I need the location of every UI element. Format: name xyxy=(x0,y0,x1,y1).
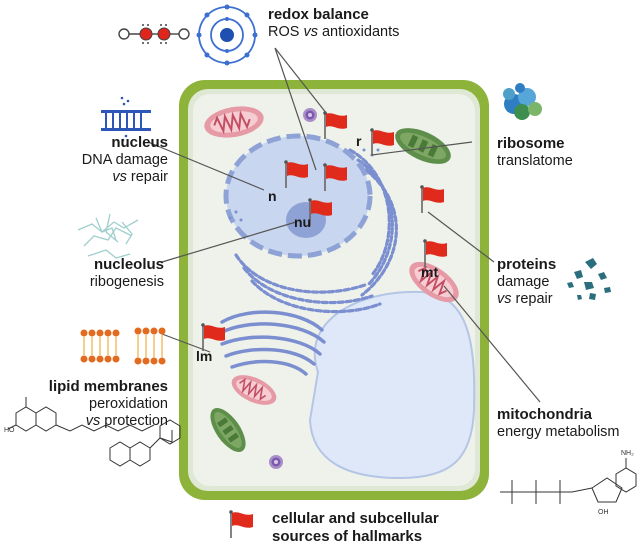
redox-subtitle-post: antioxidants xyxy=(317,23,400,40)
endoplasmic-reticulum xyxy=(234,148,398,314)
nucleus-subtitle-post: repair xyxy=(126,168,168,185)
flavonoid-structure xyxy=(109,419,181,467)
proteins-subtitle-vs: vs xyxy=(497,290,512,307)
nucleus-subtitle-2: vs repair xyxy=(50,169,168,186)
nucleus-subtitle-1: DNA damage xyxy=(81,151,168,168)
legend: cellular and subcellular sources of hall… xyxy=(272,510,439,545)
lipid-title: lipid membranes xyxy=(48,378,168,395)
ribosome-title: ribosome xyxy=(497,135,565,152)
label-lipid-membranes: lipid membranes peroxidation vs protecti… xyxy=(20,378,168,430)
redox-subtitle: ROS vs antioxidants xyxy=(268,24,399,41)
lipid-bilayer-icon xyxy=(80,327,166,365)
label-mitochondria: mitochondria energy metabolism xyxy=(497,406,620,441)
lipid-subtitle-vs: vs xyxy=(85,412,101,429)
nucleolus-title: nucleolus xyxy=(93,256,164,273)
legend-line-2: sources of hallmarks xyxy=(272,527,423,545)
mitochondria-title: mitochondria xyxy=(497,406,593,423)
mitochondria-subtitle: energy metabolism xyxy=(497,423,620,440)
label-nucleolus: nucleolus ribogenesis xyxy=(50,256,164,291)
label-ribosome: ribosome translatome xyxy=(497,135,573,170)
redox-title: redox balance xyxy=(268,6,369,23)
label-proteins: proteins damage vs repair xyxy=(497,256,556,308)
proteins-subtitle-2: vs repair xyxy=(497,291,556,308)
label-redox-balance: redox balance ROS vs antioxidants xyxy=(268,6,399,41)
ribosome-cluster-icon xyxy=(503,83,542,120)
atp-structure xyxy=(500,458,637,504)
dna-icon xyxy=(101,96,151,142)
chem-label-ho: HO xyxy=(4,427,15,434)
proteins-subtitle-post: repair xyxy=(511,290,553,307)
nucleus-title: nucleus xyxy=(111,134,168,151)
lipid-subtitle-post: protection xyxy=(100,412,168,429)
proteins-subtitle-1: damage xyxy=(497,273,550,290)
tag-n: n xyxy=(268,188,277,204)
label-nucleus: nucleus DNA damage vs repair xyxy=(50,134,168,186)
atom-icon xyxy=(196,4,258,66)
nucleolus-fibres-icon xyxy=(77,213,139,259)
protein-fragments-icon xyxy=(567,258,611,300)
nucleus-subtitle-vs: vs xyxy=(112,168,127,185)
tag-r: r xyxy=(356,133,362,149)
chem-label-oh: OH xyxy=(598,509,609,516)
proteins-title: proteins xyxy=(497,256,557,273)
tag-nu: nu xyxy=(294,214,312,230)
lipid-subtitle-1: peroxidation xyxy=(89,395,168,412)
vesicle-bottom xyxy=(269,455,283,469)
redox-subtitle-vs: vs xyxy=(303,23,318,40)
vacuole xyxy=(308,290,476,480)
nucleolus-subtitle: ribogenesis xyxy=(89,273,164,290)
ribosome-subtitle: translatome xyxy=(497,152,573,169)
legend-flag-icon xyxy=(228,509,254,539)
chem-label-nh2: NH₂ xyxy=(621,450,634,457)
tag-mt: mt xyxy=(421,264,439,280)
tocopherol-structure xyxy=(7,397,155,432)
tag-lm: lm xyxy=(196,348,213,364)
redox-subtitle-pre: ROS xyxy=(268,23,304,40)
ros-molecule-icon xyxy=(118,24,190,44)
lipid-subtitle-2: vs protection xyxy=(20,413,168,430)
vesicle-top xyxy=(303,108,317,122)
legend-line-1: cellular and subcellular xyxy=(272,510,439,527)
golgi-apparatus xyxy=(218,310,326,376)
